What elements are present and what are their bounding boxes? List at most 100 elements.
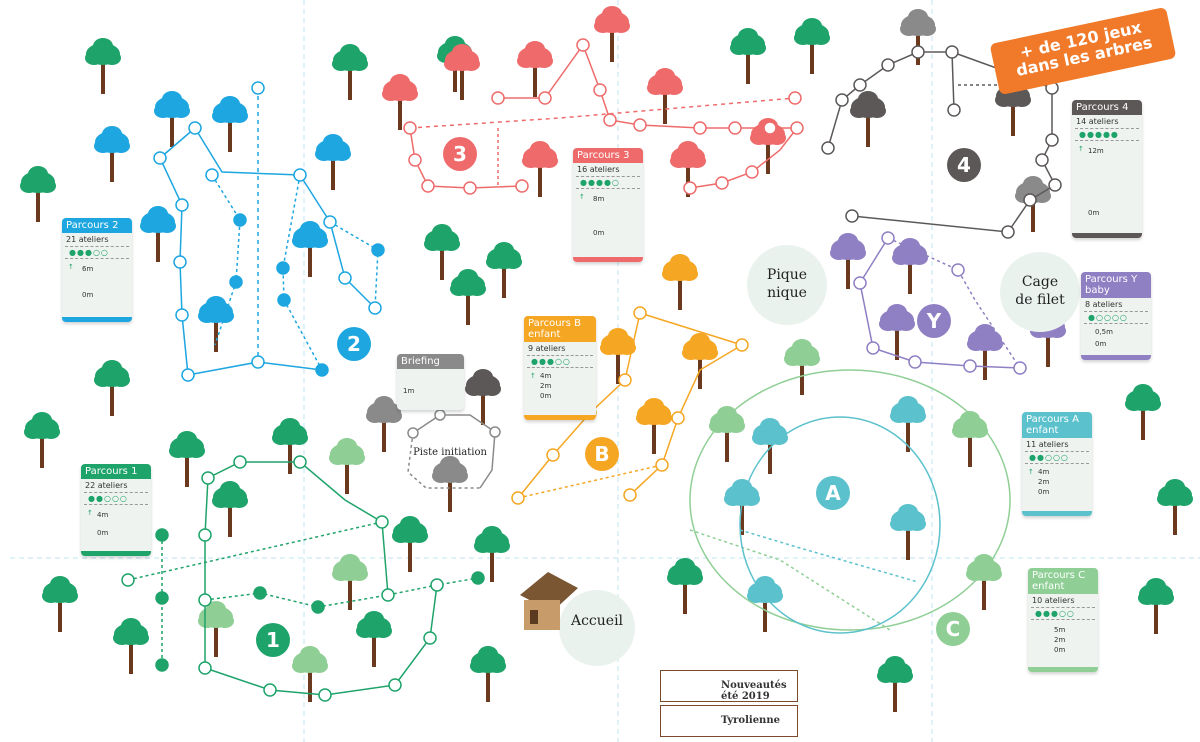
height-top: 12m xyxy=(1088,147,1104,155)
tree-icon xyxy=(424,224,460,280)
height-top: 8m xyxy=(593,195,605,203)
course-1-number: 1 xyxy=(256,623,290,657)
tree-icon xyxy=(212,481,248,537)
tree-icon xyxy=(382,74,418,130)
tree-icon xyxy=(647,68,683,124)
course-a-number: A xyxy=(816,476,850,510)
piste-initiation-nodes xyxy=(407,409,501,439)
legend-nouveautes: Nouveautés été 2019 xyxy=(660,670,798,702)
difficulty-dots: ●●○○○ xyxy=(84,492,148,505)
course-4-nodes xyxy=(821,45,1062,239)
card-ateliers: 16 ateliers xyxy=(577,165,620,174)
pique-nique-label: Pique nique xyxy=(766,267,808,301)
tree-icon xyxy=(850,91,886,147)
card-ateliers: 9 ateliers xyxy=(528,344,566,353)
tree-icon xyxy=(432,456,468,512)
tree-icon xyxy=(752,418,788,474)
tree-icon xyxy=(730,28,766,84)
tree-icon xyxy=(794,18,830,74)
height-scale: 12m 0m ↑ xyxy=(1072,143,1142,223)
legend-tyrolienne: Tyrolienne xyxy=(660,705,798,737)
cage-de-filet-label: Cage de filet xyxy=(1015,274,1065,308)
course-1-nodes xyxy=(121,455,485,702)
difficulty-dots: ●●○○○ xyxy=(1025,451,1089,464)
accueil-hut xyxy=(520,572,635,666)
card-title: Parcours xyxy=(1085,274,1128,285)
card-parcours-3: Parcours 3 16 ateliers ●●●●○ 8m 0m ↑ xyxy=(573,148,643,262)
height-arrow-icon: ↑ xyxy=(68,263,74,271)
card-parcours-1: Parcours 1 22 ateliers ●●○○○ 4m 0m ↑ xyxy=(81,464,151,556)
card-number: 1 xyxy=(131,466,138,477)
card-number: 4 xyxy=(1122,102,1129,113)
tree-icon xyxy=(1157,479,1193,535)
tree-icon xyxy=(966,554,1002,610)
height-top: 5m xyxy=(1054,626,1066,634)
tree-icon xyxy=(292,221,328,277)
height-scale: 4m 2m 0m ↑ xyxy=(524,370,596,410)
card-number: A xyxy=(1072,414,1079,425)
tree-icon xyxy=(465,369,501,425)
course-3-number: 3 xyxy=(443,137,477,171)
height-bottom: 0m xyxy=(593,229,605,237)
tree-icon xyxy=(486,242,522,298)
height-bottom: 0m xyxy=(1095,340,1107,348)
tree-icon xyxy=(85,38,121,94)
card-ateliers: 14 ateliers xyxy=(1076,117,1119,126)
height-arrow-icon: ↑ xyxy=(1078,145,1084,153)
course-c-number: C xyxy=(936,612,970,646)
height-scale: 4m 2m 0m ↑ xyxy=(1022,466,1092,506)
course-2-nodes xyxy=(153,81,385,382)
height-top: 4m xyxy=(540,372,552,380)
card-subtitle: enfant xyxy=(1032,581,1065,592)
card-ateliers: 22 ateliers xyxy=(85,481,128,490)
height-arrow-icon: ↑ xyxy=(579,193,585,201)
tree-icon xyxy=(450,269,486,325)
tree-icon xyxy=(636,398,672,454)
difficulty-dots: ●○○○○ xyxy=(1084,311,1148,324)
tree-icon xyxy=(113,618,149,674)
height-scale: 5m 2m 0m xyxy=(1028,622,1098,662)
course-3-nodes xyxy=(403,38,804,195)
height-scale: 4m 0m ↑ xyxy=(81,507,151,541)
tree-icon xyxy=(890,504,926,560)
card-briefing: Briefing 1m xyxy=(397,354,464,410)
tree-icon xyxy=(709,406,745,462)
card-number: 3 xyxy=(623,150,630,161)
card-title: Parcours xyxy=(85,466,128,477)
card-parcours-4: Parcours 4 14 ateliers ●●●●● 12m 0m ↑ xyxy=(1072,100,1142,238)
tree-icon xyxy=(332,44,368,100)
tree-icon xyxy=(154,91,190,147)
legend-nouveautes-label: Nouveautés été 2019 xyxy=(721,680,787,702)
tree-icon xyxy=(892,238,928,294)
card-number: B xyxy=(574,318,581,329)
card-parcours-2: Parcours 2 21 ateliers ●●●○○ 6m 0m ↑ xyxy=(62,218,132,322)
card-ateliers: 8 ateliers xyxy=(1085,300,1123,309)
course-4-number: 4 xyxy=(947,148,981,182)
height-scale: 6m 0m ↑ xyxy=(62,261,132,301)
course-y-nodes xyxy=(853,231,1027,375)
tree-icon xyxy=(329,438,365,494)
height-bottom: 0m xyxy=(1038,488,1050,496)
tree-icon xyxy=(517,41,553,97)
tree-icon xyxy=(662,254,698,310)
height-label: 1m xyxy=(403,387,415,395)
card-title: Parcours xyxy=(1076,102,1119,113)
legend-tyrolienne-label: Tyrolienne xyxy=(721,715,780,726)
height-top: 4m xyxy=(1038,468,1050,476)
card-title: Briefing xyxy=(397,354,464,369)
height-mid: 2m xyxy=(1054,636,1066,644)
tree-icon xyxy=(952,411,988,467)
tree-icon xyxy=(198,601,234,657)
tree-icon xyxy=(1125,384,1161,440)
course-y-path xyxy=(859,237,1021,369)
tree-icon xyxy=(594,6,630,62)
piste-initiation-label: Piste initiation xyxy=(413,447,487,458)
tree-icon xyxy=(682,333,718,389)
height-scale: 1m xyxy=(397,369,464,407)
difficulty-dots: ●●●●○ xyxy=(576,176,640,189)
tree-icon xyxy=(392,516,428,572)
